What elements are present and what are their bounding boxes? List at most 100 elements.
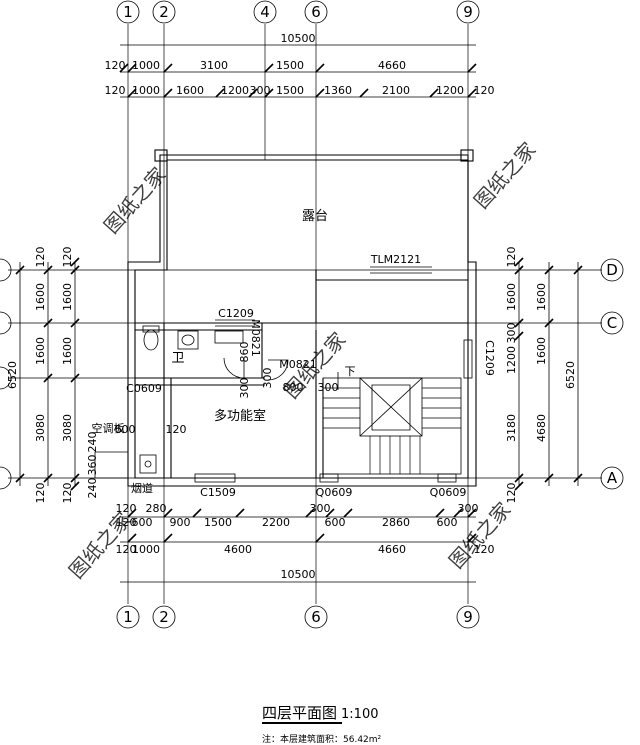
dim-right-outer: 6520	[564, 361, 577, 389]
building-walls	[94, 149, 477, 487]
dim-bot2-1: 120	[116, 543, 137, 556]
axis-label-C: C	[607, 314, 617, 332]
dim-int-2: 120	[166, 423, 187, 436]
dim-bot2-2: 1000	[132, 543, 160, 556]
dim-right-in-3: 300	[505, 323, 518, 344]
dim-top2-8: 2100	[382, 84, 410, 97]
dim-bot-3: 900	[170, 516, 191, 529]
dim-left-in-4: 3080	[61, 414, 74, 442]
terrace-label: 露台	[302, 209, 328, 224]
dim-bot-2: 280	[146, 502, 167, 515]
axis-label-6-bottom: 6	[311, 608, 321, 626]
axis-label-2-bottom: 2	[159, 608, 169, 626]
dim-top2-7: 1360	[324, 84, 352, 97]
axis-label-9-bottom: 9	[463, 608, 473, 626]
axis-label-4-top: 4	[260, 3, 270, 21]
axis-bubbles-bottom: 1 2 6 9	[116, 605, 480, 629]
title-underline	[262, 722, 342, 724]
door-tlm2121: TLM2121	[370, 253, 421, 266]
multi-room-label: 多功能室	[214, 408, 266, 424]
dim-top2-1: 120	[105, 84, 126, 97]
dim-top2-5: 300	[250, 84, 271, 97]
dim-top-2: 1000	[132, 59, 160, 72]
window-q0609-b: Q0609	[430, 486, 467, 499]
dim-right-mid-2: 1600	[535, 337, 548, 365]
axis-label-6-top: 6	[311, 3, 321, 21]
dim-right-in-2: 1600	[505, 283, 518, 311]
dim-int-5: 860	[238, 342, 251, 363]
dim-bot2-4: 4660	[378, 543, 406, 556]
window-c1209-top: C1209	[218, 307, 254, 320]
dim-bot-8: 2860	[382, 516, 410, 529]
axis-bubbles-left-partial	[0, 258, 12, 490]
drawing-scale: 1:100	[341, 707, 379, 722]
dim-right-in-6: 120	[505, 483, 518, 504]
dim-bot-5: 2200	[262, 516, 290, 529]
dim-left-in-2: 1600	[61, 283, 74, 311]
dim-top-total: 10500	[281, 32, 316, 45]
down-label: 下	[345, 365, 356, 378]
room-labels: 露台 多功能室 卫 空调板 下 烟道 C1209 C1209 C1509 C06…	[92, 209, 497, 499]
dim-int-1: 300	[238, 378, 251, 399]
dim-int-4: 800	[283, 381, 304, 394]
door-m0821-b: M0821	[279, 358, 317, 371]
dim-left-outer: 6520	[6, 361, 19, 389]
shaft-label: 烟道	[131, 481, 153, 495]
dim-int-3: 300	[318, 381, 339, 394]
dimension-lines	[15, 44, 583, 583]
dim-left-small-3: 360	[86, 455, 99, 476]
dim-int-6: 300	[261, 368, 274, 389]
dim-bot-7: 600	[325, 516, 346, 529]
dim-right-in-4: 1200	[505, 346, 518, 374]
dim-top2-10: 120	[474, 84, 495, 97]
dimension-texts: 10500 120 1000 3100 1500 4660 120 1000 1…	[6, 32, 577, 581]
watermark-2: 图纸之家	[469, 138, 540, 214]
dim-left-mid-3: 3080	[34, 414, 47, 442]
staircase	[322, 372, 462, 475]
dim-bot-4: 1500	[204, 516, 232, 529]
axis-label-A: A	[607, 469, 618, 487]
dim-left-in-1: 120	[61, 247, 74, 268]
dim-left-mid-1: 1600	[34, 283, 47, 311]
dim-bot-9: 600	[437, 516, 458, 529]
dim-left-small-1: 600	[115, 423, 136, 436]
watermark-5: 图纸之家	[444, 498, 515, 574]
dim-top-3: 3100	[200, 59, 228, 72]
dim-left-small-4: 240	[86, 478, 99, 499]
dim-top2-2: 1000	[132, 84, 160, 97]
window-q0609-a: Q0609	[316, 486, 353, 499]
dim-top2-3: 1600	[176, 84, 204, 97]
dim-left-mid-2: 1600	[34, 337, 47, 365]
window-c1509: C1509	[200, 486, 236, 499]
window-c1209-right: C1209	[483, 340, 496, 376]
dim-bot-12: 120	[116, 516, 137, 529]
dim-top-5: 4660	[378, 59, 406, 72]
dim-top-4: 1500	[276, 59, 304, 72]
dim-left-outer-bot: 120	[34, 483, 47, 504]
axis-label-1-top: 1	[123, 3, 133, 21]
dim-bot-10: 300	[458, 502, 479, 515]
dim-bot2-5: 120	[474, 543, 495, 556]
dim-top2-6: 1500	[276, 84, 304, 97]
dim-top-1: 120	[105, 59, 126, 72]
dim-left-in-5: 120	[61, 483, 74, 504]
dim-right-mid-3: 4680	[535, 414, 548, 442]
dim-right-in-1: 120	[505, 247, 518, 268]
dim-bot-1: 120	[116, 502, 137, 515]
area-note: 注：本层建筑面积：56.42m²	[262, 735, 382, 745]
ac-slab-label: 空调板	[92, 421, 125, 435]
dim-bot-11: 600	[132, 516, 153, 529]
dim-top2-9: 1200	[436, 84, 464, 97]
toilet-label: 卫	[171, 351, 184, 366]
axis-bubbles-top: 1 2 4 6 9	[116, 0, 480, 24]
dim-bot2-3: 4600	[224, 543, 252, 556]
window-c0609: C0609	[126, 382, 162, 395]
drawing-title-text: 四层平面图	[262, 704, 338, 722]
dim-left-small-2: 240	[86, 432, 99, 453]
axis-label-D: D	[606, 261, 618, 279]
dim-bot-total: 10500	[281, 568, 316, 581]
axis-bubbles-right: D C A	[600, 258, 624, 490]
dim-right-in-5: 3180	[505, 414, 518, 442]
